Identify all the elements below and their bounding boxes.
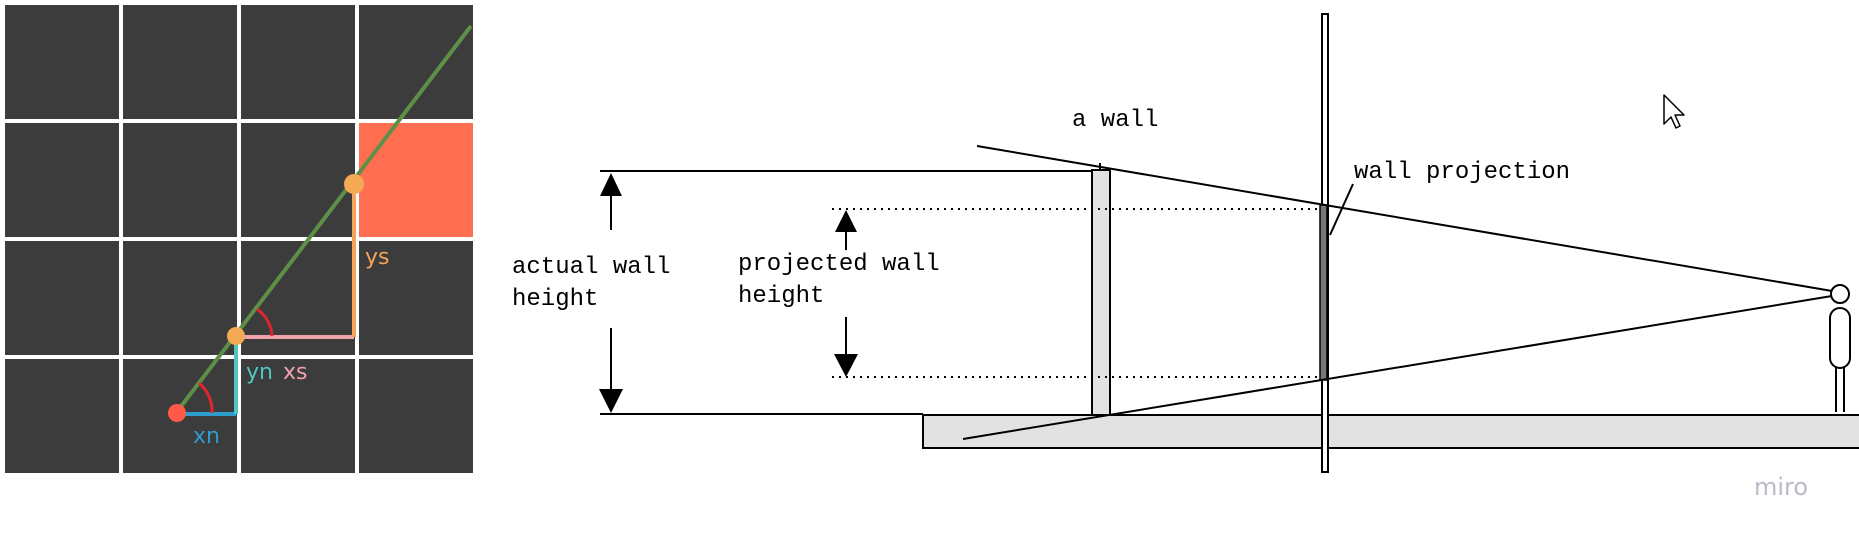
- xs-label: xs: [283, 360, 307, 385]
- grid-cell-highlighted: [359, 123, 473, 237]
- lower-sight-line: [962, 294, 1839, 440]
- angle-arc-origin: [197, 381, 214, 414]
- xn-label: xn: [193, 424, 220, 449]
- grid-cell: [359, 241, 473, 355]
- grid-cell: [5, 123, 119, 237]
- upper-sight-line: [976, 145, 1839, 293]
- grid-cell: [5, 5, 119, 119]
- yn-label: yn: [246, 360, 273, 385]
- projected-wall-height-label-line2: height: [738, 283, 824, 310]
- first-hit-dot: [227, 327, 245, 345]
- projected-wall: [1319, 204, 1328, 381]
- grid-cell: [241, 359, 355, 473]
- wall-projection-pointer: [1329, 183, 1354, 236]
- raycast-grid-diagram: xn yn xs ys: [3, 3, 473, 473]
- actual-height-arrowhead-up: [600, 173, 622, 196]
- floor: [922, 414, 1859, 449]
- wall-projection-label: wall projection: [1354, 159, 1570, 186]
- miro-watermark: miro: [1754, 473, 1808, 501]
- actual-height-arrowhead-down: [599, 389, 623, 413]
- angle-arc-step: [256, 307, 274, 337]
- origin-dot: [168, 404, 186, 422]
- grid-cell: [359, 359, 473, 473]
- projected-height-arrowhead-down: [834, 354, 858, 377]
- grid-cell: [241, 5, 355, 119]
- grid-cell: [123, 123, 237, 237]
- a-wall-label: a wall: [1072, 107, 1158, 134]
- projected-height-arrowhead-up: [835, 210, 857, 232]
- grid-cell: [123, 5, 237, 119]
- pointer-arrow-icon: [1663, 94, 1685, 129]
- ray-line: [174, 24, 473, 415]
- viewer-figure-icon: [1829, 284, 1851, 412]
- actual-wall-height-label-line2: height: [512, 286, 598, 313]
- second-hit-dot: [344, 174, 364, 194]
- ys-label: ys: [365, 245, 389, 270]
- projected-wall-height-label-line1: projected wall: [738, 251, 940, 278]
- grid-cell: [5, 241, 119, 355]
- grid-cell: [241, 123, 355, 237]
- grid-cell: [5, 359, 119, 473]
- actual-wall-height-label-line1: actual wall: [512, 254, 670, 281]
- grid-cell: [359, 5, 473, 119]
- wall-projection-diagram: [599, 13, 1859, 473]
- wall: [1091, 169, 1111, 416]
- grid-cell: [123, 241, 237, 355]
